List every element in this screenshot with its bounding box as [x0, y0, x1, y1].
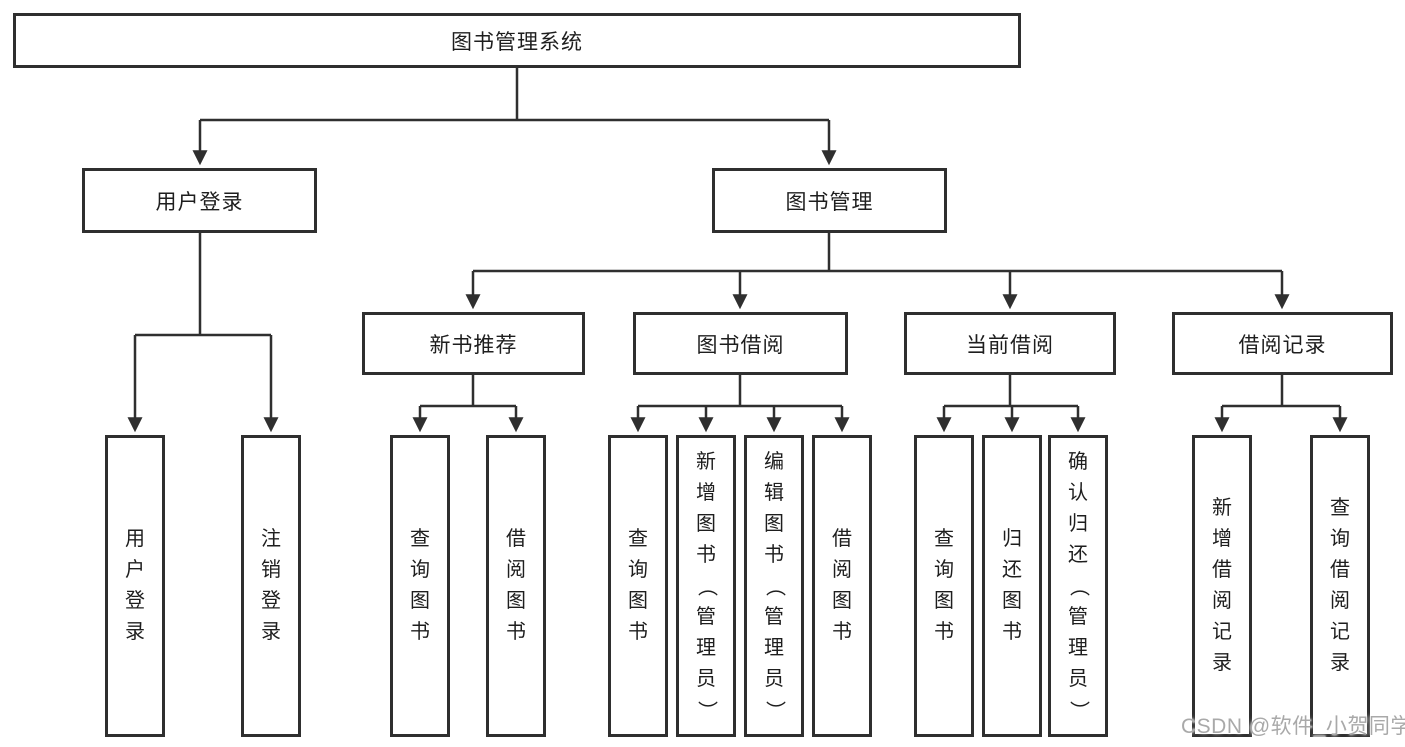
node-user-login-label: 用户登录 — [155, 190, 244, 214]
leaf-query-books-borrow-label: 查询图书 — [628, 528, 648, 643]
node-new-book-recommend-label: 新书推荐 — [429, 333, 518, 357]
leaf-edit-books-admin-label: 编辑图书（管理员） — [763, 450, 786, 721]
node-book-borrow: 图书借阅 — [633, 312, 848, 375]
leaf-logout: 注销登录 — [241, 435, 301, 737]
node-new-book-recommend: 新书推荐 — [362, 312, 585, 375]
leaf-confirm-return-admin-label: 确认归还（管理员） — [1067, 450, 1090, 721]
node-borrow-records-label: 借阅记录 — [1238, 333, 1327, 357]
leaf-query-books-borrow: 查询图书 — [608, 435, 668, 737]
node-book-management-label: 图书管理 — [785, 190, 874, 214]
leaf-logout-label: 注销登录 — [261, 528, 281, 643]
connector-trunks — [135, 68, 1340, 408]
leaf-user-login-label: 用户登录 — [125, 528, 145, 643]
leaf-borrow-books-label: 借阅图书 — [832, 528, 852, 643]
leaf-return-books: 归还图书 — [982, 435, 1042, 737]
leaf-add-books-admin-label: 新增图书（管理员） — [695, 450, 718, 721]
node-borrow-records: 借阅记录 — [1172, 312, 1393, 375]
leaf-borrow-books-recommend: 借阅图书 — [486, 435, 546, 737]
node-current-borrow: 当前借阅 — [904, 312, 1116, 375]
node-book-borrow-label: 图书借阅 — [696, 333, 785, 357]
leaf-add-borrow-record-label: 新增借阅记录 — [1212, 497, 1232, 674]
leaf-add-books-admin: 新增图书（管理员） — [676, 435, 736, 737]
leaf-query-borrow-record-label: 查询借阅记录 — [1330, 497, 1350, 674]
leaf-query-books-recommend: 查询图书 — [390, 435, 450, 737]
node-library-system-label: 图书管理系统 — [451, 30, 583, 54]
leaf-query-books-current-label: 查询图书 — [934, 528, 954, 643]
leaf-edit-books-admin: 编辑图书（管理员） — [744, 435, 804, 737]
csdn-watermark: CSDN @软件_小贺同学 — [1181, 715, 1405, 738]
leaf-add-borrow-record: 新增借阅记录 — [1192, 435, 1252, 737]
leaf-borrow-books-recommend-label: 借阅图书 — [506, 528, 526, 643]
leaf-confirm-return-admin: 确认归还（管理员） — [1048, 435, 1108, 737]
leaf-borrow-books: 借阅图书 — [812, 435, 872, 737]
leaf-query-books-current: 查询图书 — [914, 435, 974, 737]
node-current-borrow-label: 当前借阅 — [966, 333, 1054, 357]
leaf-query-borrow-record: 查询借阅记录 — [1310, 435, 1370, 737]
node-library-system: 图书管理系统 — [13, 13, 1021, 68]
leaf-return-books-label: 归还图书 — [1002, 528, 1022, 643]
node-book-management: 图书管理 — [712, 168, 947, 233]
node-user-login: 用户登录 — [82, 168, 317, 233]
leaf-query-books-recommend-label: 查询图书 — [410, 528, 430, 643]
leaf-user-login: 用户登录 — [105, 435, 165, 737]
